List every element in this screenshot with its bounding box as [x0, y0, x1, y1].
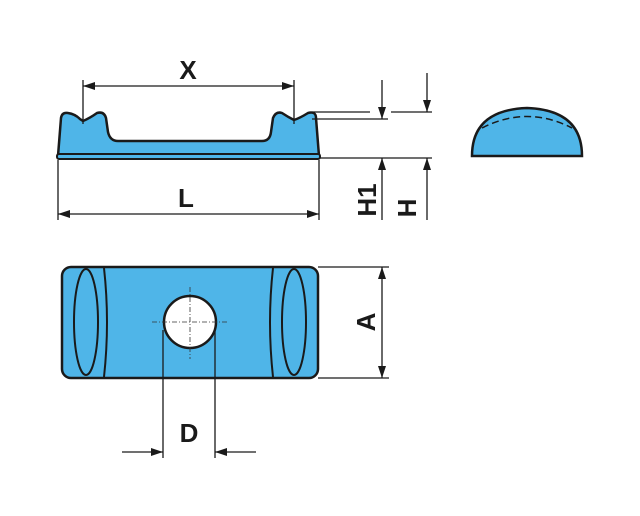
side-view	[470, 106, 584, 158]
side-view-dome	[470, 106, 584, 158]
side-view-hidden-edge	[481, 115, 573, 129]
label-x: X	[179, 55, 197, 85]
label-l: L	[178, 183, 194, 213]
label-h1: H1	[352, 183, 382, 216]
front-view-body	[56, 111, 321, 158]
label-a: A	[351, 312, 381, 331]
label-h: H	[392, 199, 422, 218]
front-view-base	[56, 153, 321, 160]
left-rib	[73, 268, 99, 376]
top-view: D A	[60, 265, 389, 458]
right-rib	[281, 268, 307, 376]
front-view: X L H1 H	[56, 55, 432, 220]
label-d: D	[180, 418, 199, 448]
